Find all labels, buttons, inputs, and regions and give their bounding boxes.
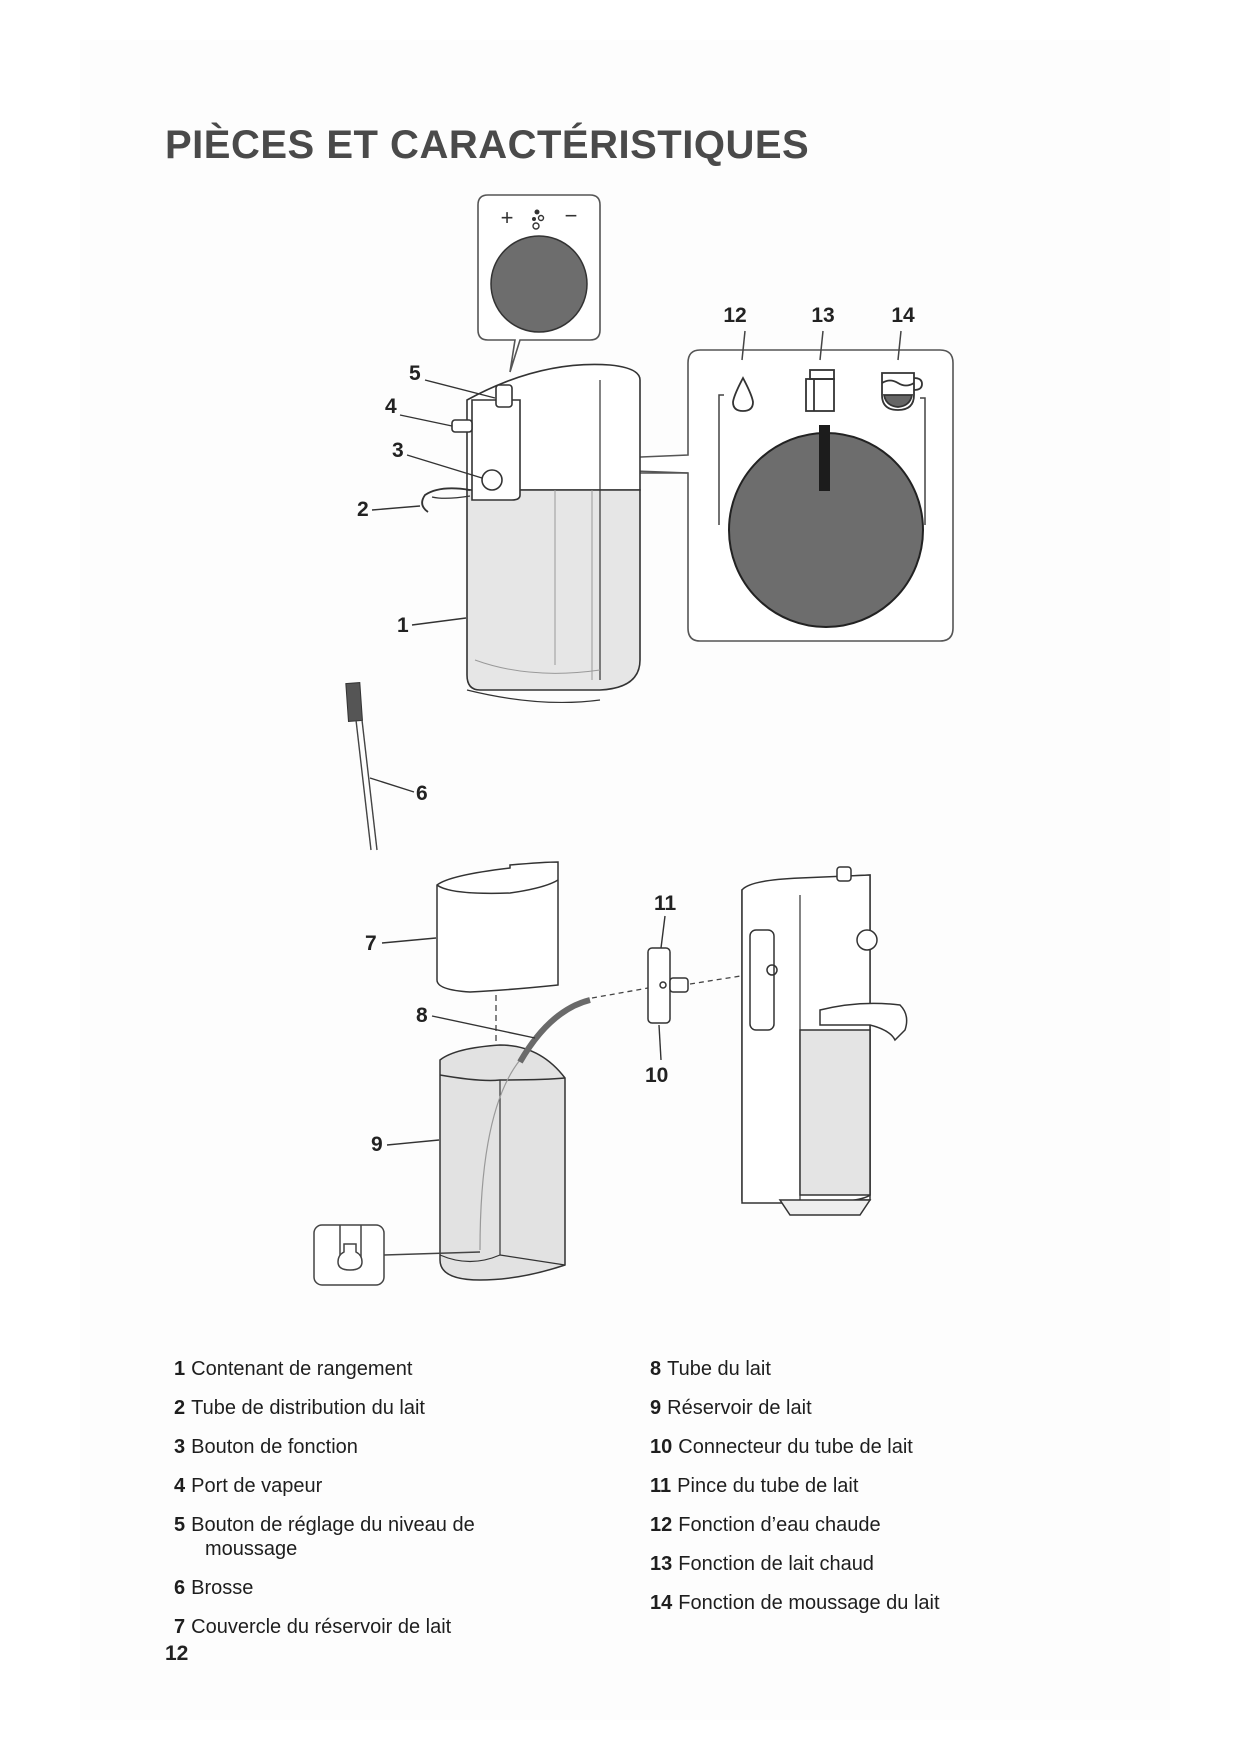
- callout-13: 13: [811, 304, 834, 327]
- legend-number: 7: [174, 1616, 186, 1638]
- water-drop-icon: [732, 376, 754, 412]
- page-number: 12: [165, 1642, 189, 1665]
- callout-5: 5: [409, 362, 421, 385]
- callout-9: 9: [371, 1133, 383, 1156]
- frothing-dial: [490, 235, 588, 333]
- legend-number: 5: [174, 1514, 186, 1536]
- legend-text: Pince du tube de lait: [677, 1475, 859, 1497]
- legend-number: 9: [650, 1397, 662, 1419]
- legend-text-continued: moussage: [205, 1538, 298, 1560]
- legend-number: 11: [650, 1475, 672, 1497]
- legend-number: 10: [650, 1436, 673, 1458]
- legend-number: 3: [174, 1436, 186, 1458]
- legend-number: 2: [174, 1397, 186, 1419]
- callout-1: 1: [397, 614, 409, 637]
- legend-text: Connecteur du tube de lait: [678, 1436, 913, 1458]
- legend-text: Fonction de moussage du lait: [678, 1592, 940, 1614]
- milk-frother-rear-view: [741, 866, 908, 1216]
- minus-sign: −: [565, 203, 578, 228]
- frothed-milk-cup-icon: [881, 372, 923, 411]
- legend-number: 6: [174, 1577, 186, 1599]
- legend-text: Fonction de lait chaud: [678, 1553, 874, 1575]
- milk-carton-icon: [805, 369, 835, 412]
- callouts: 5 4 3 2 1 6 7 8 9 10 11 12 13 14: [357, 304, 915, 1156]
- foam-bubbles-icon: [532, 209, 545, 230]
- legend-number: 1: [174, 1358, 186, 1380]
- callout-14: 14: [891, 304, 915, 327]
- legend-text: Contenant de rangement: [191, 1358, 413, 1380]
- legend-text: Bouton de réglage du niveau de: [191, 1514, 475, 1536]
- legend-number: 4: [174, 1475, 186, 1497]
- cleaning-brush: [345, 682, 378, 851]
- callout-6: 6: [416, 782, 428, 805]
- legend-text: Port de vapeur: [191, 1475, 323, 1497]
- legend-number: 8: [650, 1358, 662, 1380]
- milk-tube: [517, 997, 591, 1064]
- callout-3: 3: [392, 439, 404, 462]
- callout-2: 2: [357, 498, 369, 521]
- milk-reservoir-lid: [436, 861, 559, 993]
- tube-connector-clip: [647, 947, 689, 1024]
- legend-text: Brosse: [191, 1577, 254, 1599]
- legend-text: Tube de distribution du lait: [191, 1397, 425, 1419]
- milk-frother-assembled: [421, 363, 641, 704]
- legend-text: Tube du lait: [667, 1358, 771, 1380]
- callout-10: 10: [645, 1064, 668, 1087]
- callout-8: 8: [416, 1004, 428, 1027]
- function-selector-inset: [499, 330, 954, 642]
- legend-text: Réservoir de lait: [667, 1397, 812, 1419]
- legend-number: 13: [650, 1553, 673, 1575]
- legend-number: 12: [650, 1514, 673, 1536]
- legend-text: Bouton de fonction: [191, 1436, 358, 1458]
- callout-4: 4: [385, 395, 397, 418]
- legend-text: Fonction d’eau chaude: [678, 1514, 881, 1536]
- legend-text: Couvercle du réservoir de lait: [191, 1616, 452, 1638]
- tube-end-detail-inset: [313, 1224, 481, 1286]
- dial-indicator: [819, 425, 830, 491]
- page-background: [80, 40, 1170, 1720]
- legend-number: 14: [650, 1592, 673, 1614]
- callout-11: 11: [654, 892, 677, 915]
- page-title: PIÈCES ET CARACTÉRISTIQUES: [165, 123, 810, 167]
- frothing-control-inset: + −: [477, 194, 601, 373]
- callout-12: 12: [723, 304, 746, 327]
- callout-7: 7: [365, 932, 377, 955]
- plus-sign: +: [501, 205, 514, 230]
- milk-reservoir: [439, 1044, 566, 1281]
